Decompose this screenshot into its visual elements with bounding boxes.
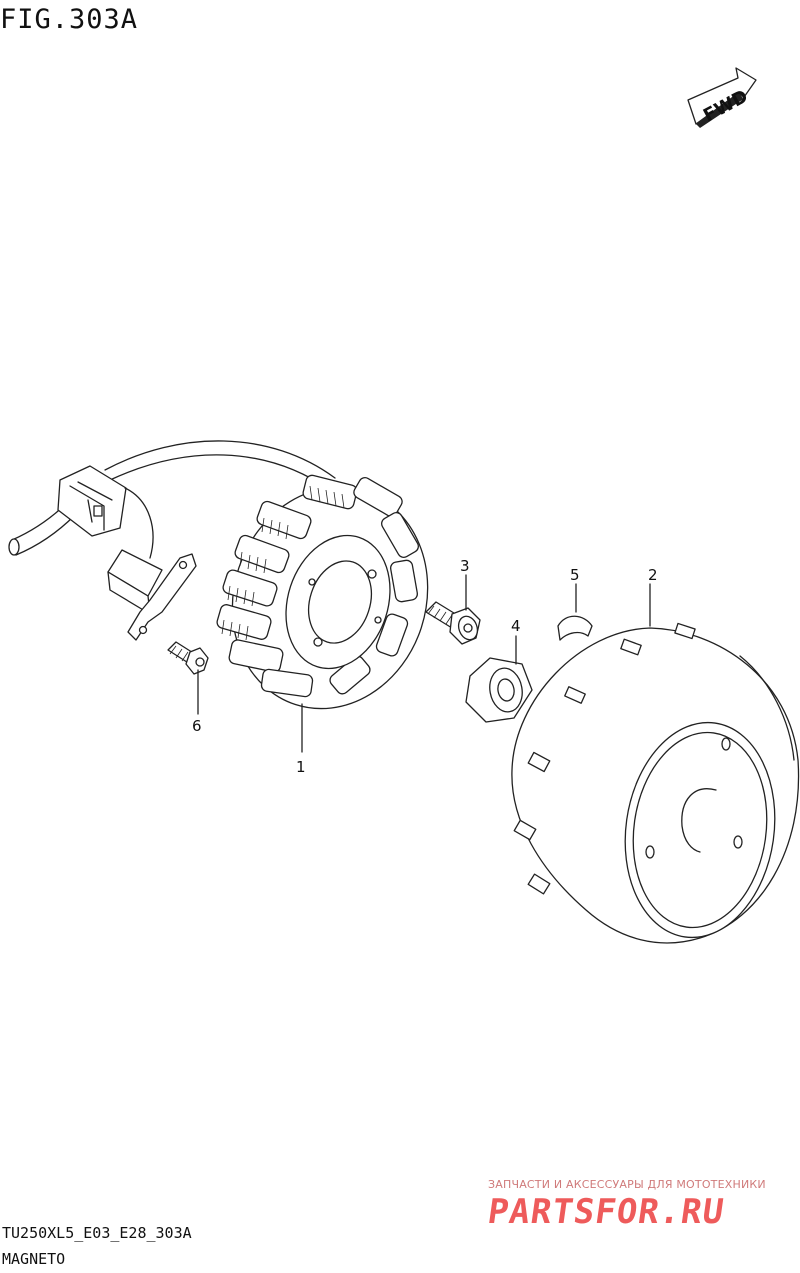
leader-lines [197,574,651,753]
figure-title: FIG.303A [0,4,139,35]
callout-1: 1 [296,758,306,776]
part-name: MAGNETO [2,1250,66,1268]
callout-6: 6 [192,717,202,735]
pickup-coil [107,549,197,641]
callout-4: 4 [511,617,521,635]
watermark-tagline: ЗАПЧАСТИ И АКСЕССУАРЫ ДЛЯ МОТОТЕХНИКИ [488,1178,766,1191]
callout-2: 2 [648,566,658,584]
screw [167,641,209,675]
bolt [425,601,481,645]
stator [216,474,429,710]
part-code: TU250XL5_E03_E28_303A [2,1224,192,1242]
callout-5: 5 [570,566,580,584]
rotor [511,622,800,944]
nut [465,657,533,723]
watermark-brand: PARTSFOR.RU [485,1192,727,1232]
fwd-arrow-icon: FWD [687,67,757,128]
pickup-lead [124,487,154,559]
key [557,615,593,641]
connector [57,465,127,537]
callout-3: 3 [460,557,470,575]
